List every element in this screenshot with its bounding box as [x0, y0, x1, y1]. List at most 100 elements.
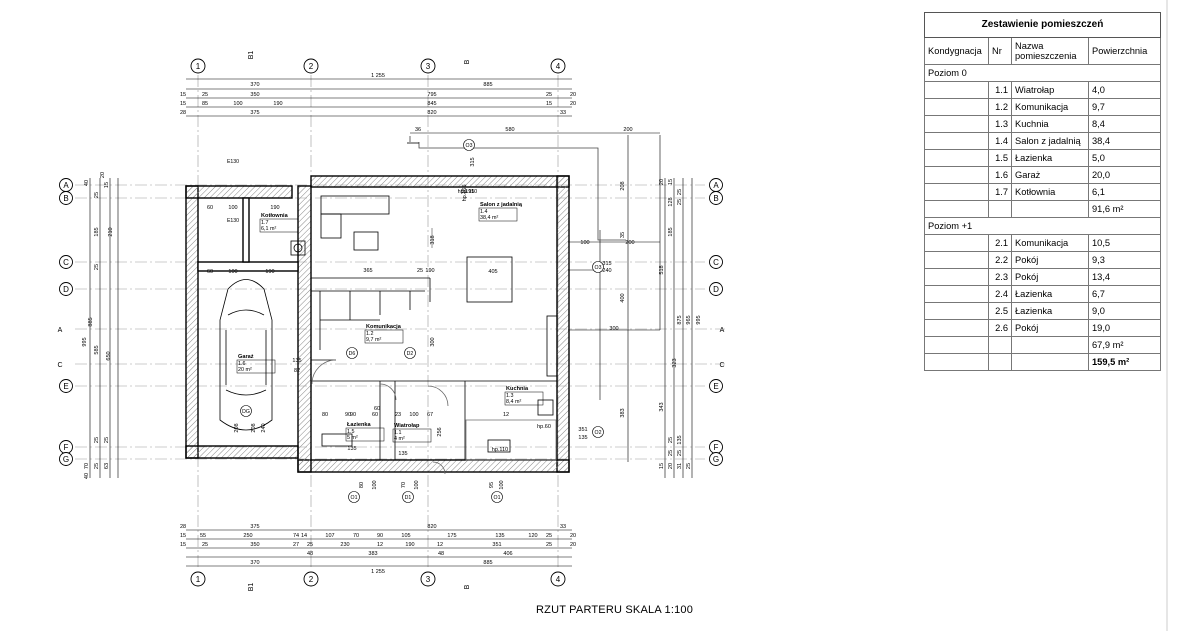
dimension-text: 315 — [470, 157, 476, 166]
car-symbol — [219, 279, 273, 431]
dimension-text: 25 — [677, 199, 683, 205]
room-number-cell: 2.5 — [988, 302, 1012, 320]
dimension-text: 190 — [405, 542, 414, 548]
level-cell-empty — [924, 115, 989, 133]
axis-label-row: E — [63, 382, 68, 391]
room-label-box — [236, 359, 276, 374]
dimension-text: 365 — [363, 268, 372, 274]
dimension-text: 25 — [94, 437, 100, 443]
room-area-label: 38,4 m² — [480, 215, 498, 221]
room-number-label: 1.6 — [238, 361, 246, 367]
dimension-text: 60 — [207, 269, 213, 275]
dimension-text: 230 — [340, 542, 349, 548]
axis-label-row: A — [63, 181, 69, 190]
dimension-text: 20 — [570, 533, 576, 539]
room-number-cell: 1.7 — [988, 183, 1012, 201]
name-cell-empty — [1011, 336, 1089, 354]
level-row: Poziom 0 — [924, 64, 1161, 82]
dimension-text: 185 — [668, 227, 674, 236]
level-cell-empty — [924, 149, 989, 167]
dimension-text: 100 — [499, 480, 505, 489]
room-name-cell: Komunikacja — [1011, 234, 1089, 252]
room-name-cell: Łazienka — [1011, 285, 1089, 303]
dimension-text: 28 — [180, 524, 186, 530]
level-cell-empty — [924, 268, 989, 286]
dimension-text: 585 — [94, 345, 100, 354]
level-name: Poziom 0 — [924, 64, 1161, 82]
dimension-text: 15 — [180, 92, 186, 98]
room-name-label: Komunikacja — [366, 324, 402, 330]
dimension-text: 63 — [104, 463, 110, 469]
room-number-cell: 2.1 — [988, 234, 1012, 252]
dimension-text: 25 — [94, 192, 100, 198]
room-name-cell: Łazienka — [1011, 302, 1089, 320]
dimension-text: 74 — [293, 533, 299, 539]
dimension-text: 650 — [106, 351, 112, 360]
dimension-text: 60 — [374, 406, 380, 412]
room-number-cell: 1.5 — [988, 149, 1012, 167]
dimension-text: 318 — [430, 235, 436, 244]
dimension-text: 323 — [672, 358, 678, 367]
room-number-cell: 1.3 — [988, 115, 1012, 133]
dimension-text: 31 — [677, 463, 683, 469]
dimension-text: 70 — [401, 482, 407, 488]
subtotal-row: 67,9 m² — [924, 336, 1161, 354]
axis-label-column: 3 — [426, 62, 431, 71]
dimension-text: 190 — [265, 269, 274, 275]
dimension-text: 885 — [88, 317, 94, 326]
axis-bubble-row — [59, 282, 73, 296]
opening-label: O2 — [595, 430, 602, 436]
dimension-text: 105 — [401, 533, 410, 539]
axis-bubble-column — [190, 58, 206, 74]
dimension-text: 1 255 — [371, 569, 385, 575]
subtotal-row: 91,6 m² — [924, 200, 1161, 218]
chimney-label: E130 — [227, 218, 239, 224]
room-number-label: 1.4 — [480, 209, 488, 215]
level-cell-empty — [924, 81, 989, 99]
room-area-cell: 4,0 — [1088, 81, 1161, 99]
dimension-text: 300 — [609, 326, 618, 332]
dimension-text: hp.195 — [458, 189, 475, 195]
dimension-text: 120 — [528, 533, 537, 539]
axis-bubble-column — [420, 58, 436, 74]
level-cell-empty — [924, 285, 989, 303]
opening-marker — [348, 491, 360, 503]
axis-bubble-column — [420, 571, 436, 587]
dimension-text: 67 — [427, 412, 433, 418]
axis-label-row: D — [63, 285, 69, 294]
dimension-text: 185 — [94, 227, 100, 236]
dimension-text: 875 — [677, 315, 683, 324]
room-number-cell: 1.4 — [988, 132, 1012, 150]
dimension-text: 55 — [200, 533, 206, 539]
axis-bubble-column — [303, 571, 319, 587]
section-mark: C — [719, 362, 724, 369]
dimension-text: 190 — [270, 205, 279, 211]
dimension-text: 25 — [417, 268, 423, 274]
opening-label: D2 — [407, 351, 414, 357]
dimension-text: 15 — [180, 101, 186, 107]
table-title: Zestawienie pomieszczeń — [924, 12, 1161, 38]
opening-marker — [346, 347, 358, 359]
dimension-text: 20 — [659, 179, 665, 185]
room-name-cell: Kuchnia — [1011, 115, 1089, 133]
dimension-text: 580 — [505, 127, 514, 133]
dimension-text: 25 — [104, 437, 110, 443]
axis-label-row: E — [713, 382, 718, 391]
dimension-text: 14 — [301, 533, 307, 539]
dimension-text: 25 — [546, 542, 552, 548]
dimension-text: 190 — [273, 101, 282, 107]
subtotal-cell: 91,6 m² — [1088, 200, 1161, 218]
dimension-text: 200 — [625, 240, 634, 246]
room-number-cell: 2.3 — [988, 268, 1012, 286]
room-name-label: Wiatrołap — [394, 423, 420, 429]
dimension-text: 48 — [438, 551, 444, 557]
dimension-text: 383 — [620, 408, 626, 417]
dimension-text: 100 — [372, 480, 378, 489]
dimension-text: 25 — [202, 542, 208, 548]
opening-label: O1 — [351, 495, 358, 501]
dimension-text: hp.165 — [462, 185, 468, 202]
dimension-text: 240 — [602, 268, 611, 274]
